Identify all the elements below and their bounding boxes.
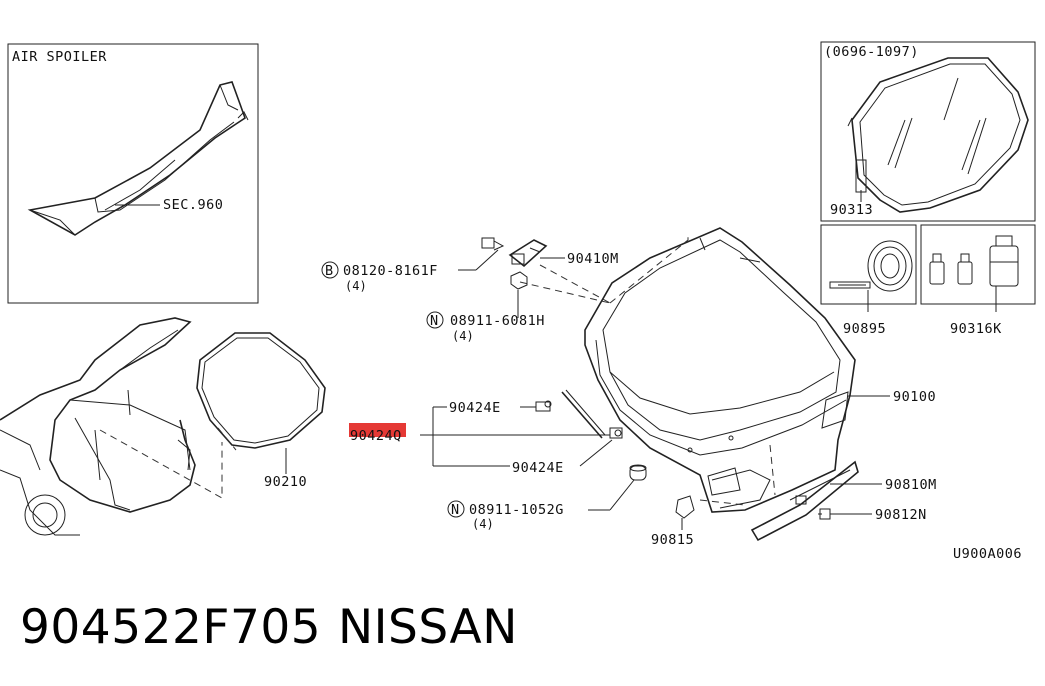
bolt-prefix: B <box>325 263 334 279</box>
air-spoiler-frame <box>7 43 259 304</box>
bolt-drawing <box>481 237 505 251</box>
hinge-dash <box>539 264 611 304</box>
door-label: 90100 <box>893 389 936 405</box>
glass-part-label: 90313 <box>830 202 873 218</box>
air-spoiler-inset: AIR SPOILER SEC.960 <box>7 43 259 304</box>
hinge-dash-2 <box>609 236 689 304</box>
nut-bottom-number: 08911-1052G <box>469 502 564 518</box>
brand-heading: NISSAN <box>338 600 518 655</box>
nut-bottom-prefix: N <box>451 502 460 518</box>
finisher-drawing <box>750 460 859 542</box>
bolt-prefix-circle <box>321 261 339 279</box>
air-spoiler-drawing <box>27 81 249 236</box>
air-spoiler-title: AIR SPOILER <box>12 49 107 65</box>
kit-inset <box>920 224 1036 312</box>
nut-bottom-qty: (4) <box>472 517 494 531</box>
bumper-stopper-drawing <box>629 464 647 481</box>
finisher-label: 90810M <box>885 477 937 493</box>
door-dash-right <box>769 444 776 496</box>
door-dash-bottom <box>699 499 746 506</box>
tape-roll-drawing <box>829 240 913 292</box>
nut-top-drawing <box>510 271 528 290</box>
back-glass-drawing <box>847 57 1029 213</box>
stay-upper-label: 90424E <box>449 400 501 416</box>
nut-dash <box>519 281 611 304</box>
nut-bottom-prefix-circle <box>447 500 465 518</box>
weatherstrip-label: 90210 <box>264 474 307 490</box>
weatherstrip-dash <box>217 427 237 451</box>
air-spoiler-ref-label: SEC.960 <box>163 197 223 213</box>
stay-lower-label: 90424E <box>512 460 564 476</box>
bumper-drawing <box>675 495 695 530</box>
back-door-drawing <box>584 227 856 513</box>
kit-part-label: 90316K <box>950 321 1002 337</box>
glass-frame <box>820 41 1036 222</box>
part-number-heading: 904522F705 <box>20 600 322 655</box>
glass-range-label: (0696-1097) <box>824 44 919 60</box>
bolt-number: 08120-8161F <box>343 263 438 279</box>
clip-drawing <box>818 508 831 520</box>
car-leader <box>99 429 223 499</box>
glass-inset: (0696-1097) 90313 <box>820 41 1036 222</box>
stay-assembly-label: 90424Q <box>350 428 402 444</box>
diagram-code: U900A006 <box>953 546 1022 562</box>
nut-top-number: 08911-6081H <box>450 313 545 329</box>
bolt-qty: (4) <box>345 279 367 293</box>
hinge-drawing <box>508 239 548 268</box>
tape-part-label: 90895 <box>843 321 886 337</box>
weatherstrip-drawing <box>196 332 326 449</box>
nut-top-prefix: N <box>430 313 439 329</box>
kit-frame <box>920 224 1036 305</box>
kit-bottles-drawing <box>929 235 1019 287</box>
gas-stay-drawing <box>535 389 623 439</box>
tape-inset <box>820 224 917 312</box>
stay-assembly-highlight <box>349 423 406 437</box>
clip-label: 90812N <box>875 507 927 523</box>
nut-top-prefix-circle <box>426 311 444 329</box>
car-body-drawing <box>0 317 196 536</box>
nut-top-qty: (4) <box>452 329 474 343</box>
bumper-label: 90815 <box>651 532 694 548</box>
hinge-label: 90410M <box>567 251 619 267</box>
